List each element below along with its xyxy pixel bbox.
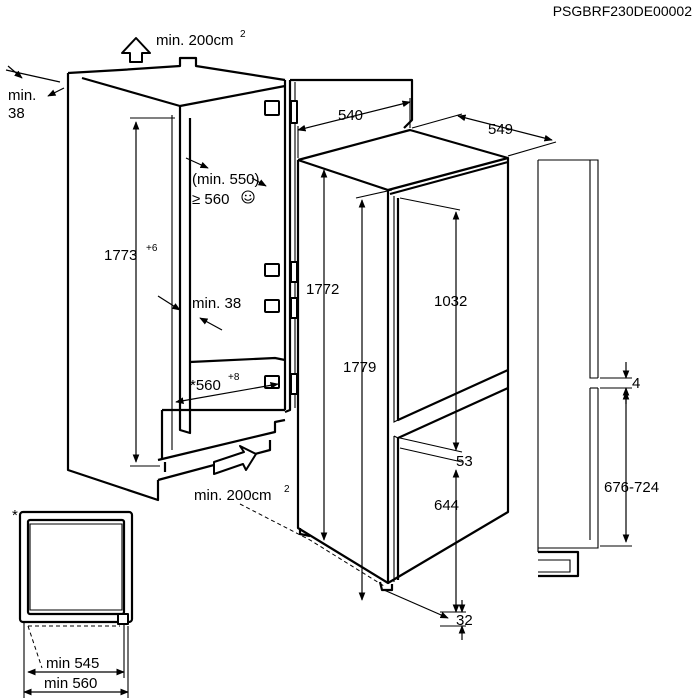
- appliance-drawing: 540 549 1772 1779 1032 53 644 32: [296, 98, 557, 640]
- appliance-width-label: 540: [338, 107, 363, 124]
- plan-asterisk: *: [12, 507, 18, 524]
- model-code: PSGBRF230DE00002: [553, 3, 693, 19]
- rear-gap-arrow: [157, 295, 181, 311]
- vent-top-exponent: 2: [240, 29, 246, 40]
- side-range-label: 676-724: [604, 479, 659, 496]
- top-gap-value: 38: [8, 105, 25, 122]
- cabinet-width-tolerance: +8: [228, 372, 240, 383]
- lower-door-label: 644: [434, 497, 459, 514]
- side-gap-label: 4: [632, 375, 640, 392]
- plan-min-inner-label: min 545: [46, 655, 99, 672]
- vent-arrow-up-icon: [121, 37, 151, 63]
- top-gap-label: min.: [8, 87, 36, 104]
- rear-gap-label: min. 38: [192, 295, 241, 312]
- appliance-height-total-label: 1779: [343, 359, 376, 376]
- side-profile-drawing: 4 676-724: [537, 159, 659, 578]
- hinge-icon: [264, 100, 298, 395]
- plan-min-outer-label: min 560: [44, 675, 97, 692]
- appliance-height-body-label: 1772: [306, 281, 339, 298]
- depth-rec-label: ≥ 560: [192, 191, 229, 208]
- vent-bottom-label: min. 200cm: [194, 487, 272, 504]
- upper-door-label: 1032: [434, 293, 467, 310]
- vent-bottom-exponent: 2: [284, 484, 290, 495]
- appliance-depth-label: 549: [488, 121, 513, 138]
- bottom-offset-label: 32: [456, 612, 473, 629]
- cabinet-width-dimension: [175, 382, 279, 404]
- vent-arrow-in-icon: [213, 445, 257, 475]
- depth-arrow: [185, 157, 209, 169]
- smiley-icon: [241, 190, 255, 204]
- depth-min-label: (min. 550): [192, 171, 260, 188]
- door-gap-label: 53: [456, 453, 473, 470]
- appliance-width-dimension: [297, 100, 411, 132]
- vent-top-label: min. 200cm: [156, 32, 234, 49]
- cabinet-height-label: 1773: [104, 247, 137, 264]
- cabinet-width-label: *560: [190, 377, 221, 394]
- cabinet-height-tolerance: +6: [146, 243, 158, 254]
- plan-view-drawing: * min 545 min 560: [12, 507, 134, 698]
- appliance-depth-dimension: [457, 114, 553, 142]
